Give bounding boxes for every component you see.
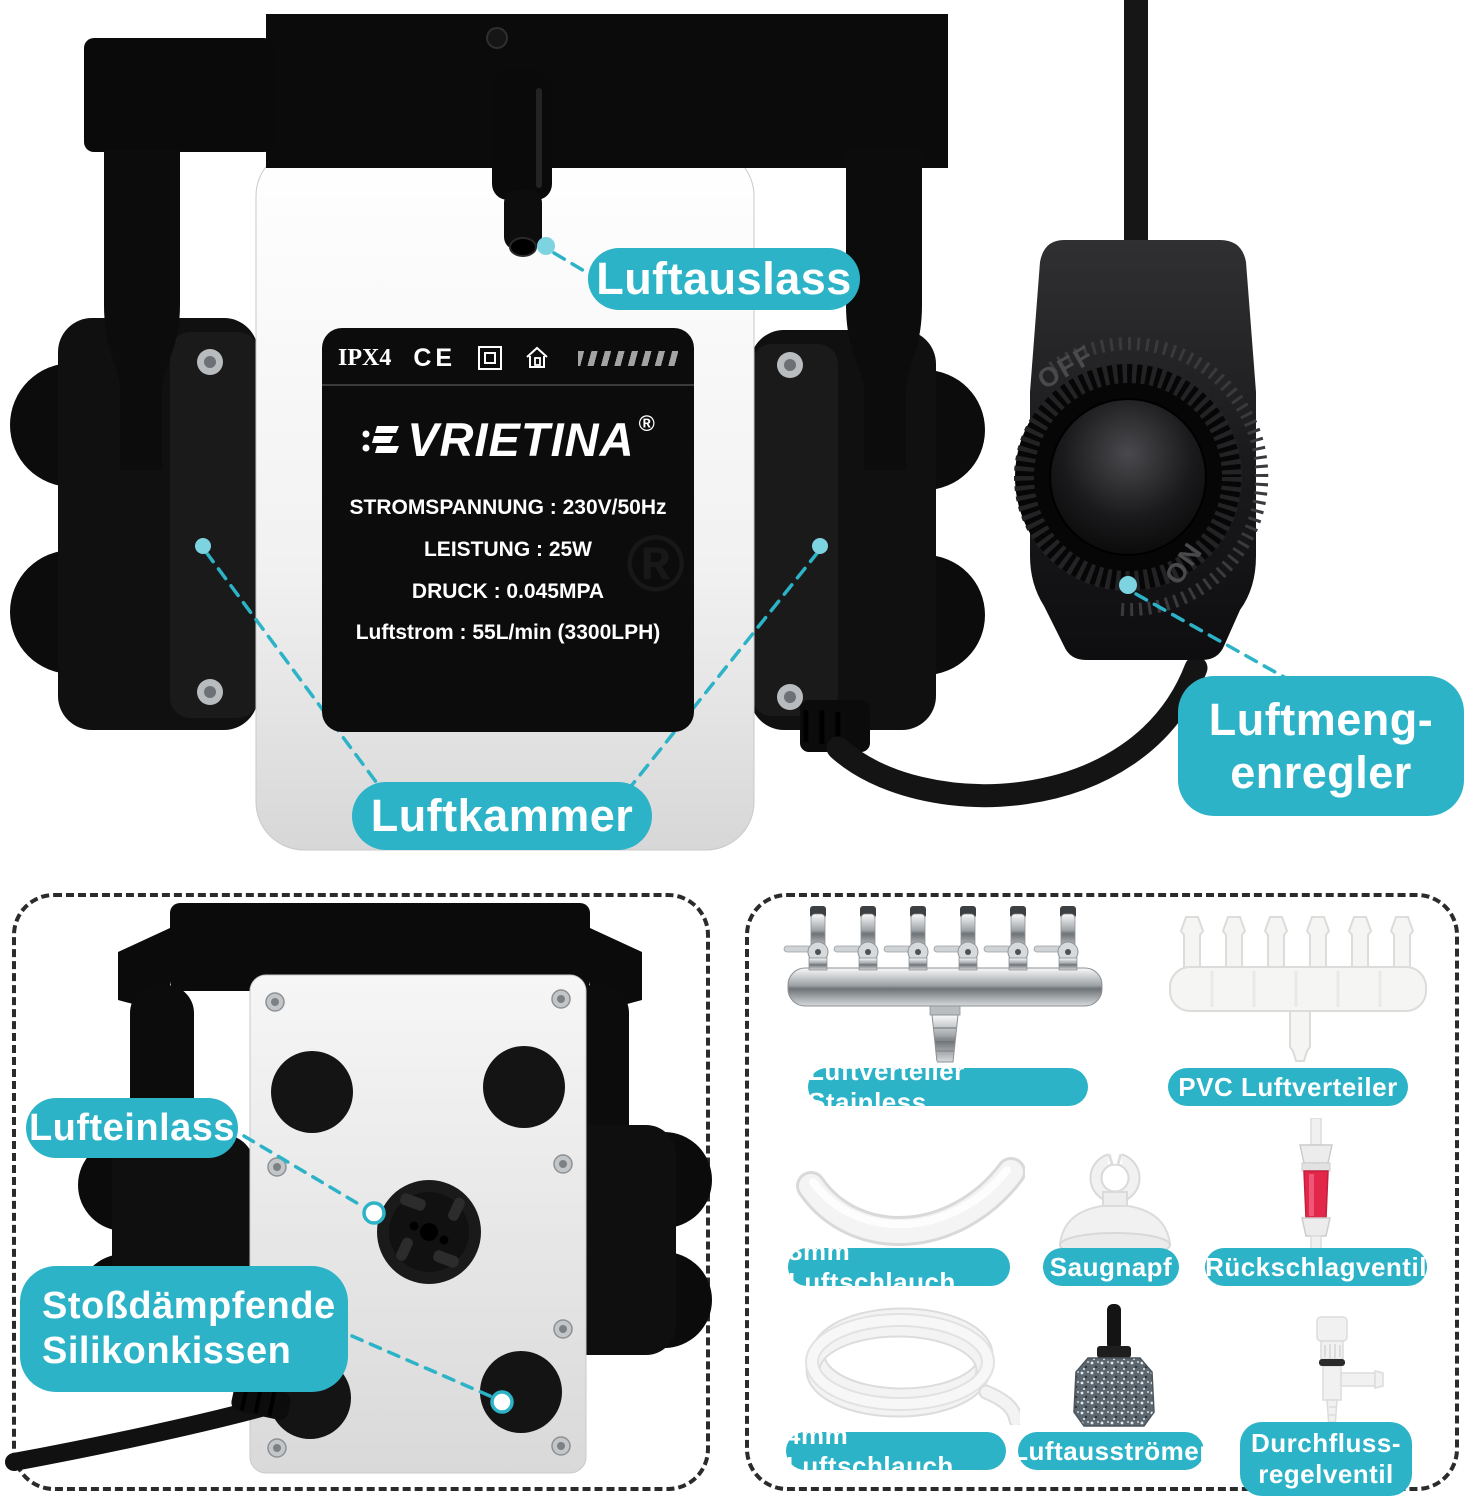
label-flow-valve: Durchfluss- regelventil xyxy=(1240,1422,1412,1496)
power-cable xyxy=(826,656,1208,808)
knob-dot xyxy=(1119,576,1137,594)
controller-cable xyxy=(1124,0,1148,252)
ip-rating: IPX4 xyxy=(338,344,392,371)
brand-logo: VRIETINA ® xyxy=(322,410,694,467)
callout-air-outlet: Luftauslass xyxy=(588,248,860,310)
brand-mark-icon xyxy=(362,425,400,453)
right-chamber-dot xyxy=(812,538,828,554)
flow-controller xyxy=(1014,0,1269,660)
label-check-valve: Rückschlagventil xyxy=(1205,1248,1427,1286)
left-air-chamber xyxy=(10,318,258,730)
pvc-manifold-image xyxy=(1169,916,1427,1062)
hose-8mm-image xyxy=(796,1157,1025,1246)
air-stone-image xyxy=(1073,1304,1155,1427)
spec-pressure: DRUCK : 0.045MPA xyxy=(411,580,605,603)
spec-power: LEISTUNG : 25W xyxy=(423,538,592,561)
spec-label-panel: VRIETINA ® IPX4 CE VRIETINA ® STROMSPA xyxy=(322,328,694,732)
callout-flow-regulator: Luftmeng- enregler xyxy=(1178,676,1464,816)
label-hose-8mm: 8mm Luftschlauch xyxy=(788,1236,1010,1297)
right-handle xyxy=(846,150,922,470)
panel-divider xyxy=(322,384,694,386)
right-air-chamber xyxy=(750,330,985,730)
stainless-manifold-image xyxy=(783,906,1103,1063)
spec-voltage: STROMSPANNUNG : 230V/50Hz xyxy=(349,496,667,519)
spec-airflow: Luftstrom : 55L/min (3300LPH) xyxy=(355,621,661,644)
label-hose-4mm: 4mm Luftschlauch xyxy=(786,1420,1006,1481)
brand-name: VRIETINA xyxy=(407,413,635,466)
label-stainless-manifold: Luftverteiler Stainless xyxy=(808,1056,1088,1117)
ce-mark: CE xyxy=(413,343,457,372)
callout-air-inlet: Lufteinlass xyxy=(26,1098,238,1158)
left-chamber-dot xyxy=(195,538,211,554)
flow-valve-image xyxy=(1316,1316,1384,1428)
knob-off-label: OFF xyxy=(1032,339,1100,396)
certification-row: IPX4 CE xyxy=(338,338,678,378)
controller-body xyxy=(1030,240,1256,660)
hose-4mm-image xyxy=(805,1307,1020,1425)
label-pvc-manifold: PVC Luftverteiler xyxy=(1168,1068,1408,1106)
dial-scale xyxy=(1048,337,1269,617)
hatch-bar-icon xyxy=(578,350,678,366)
air-outlet-nozzle xyxy=(492,70,552,257)
weee-house-icon xyxy=(526,346,548,368)
check-valve-image xyxy=(1299,1118,1333,1263)
left-handle xyxy=(104,150,180,470)
cable-gland xyxy=(800,700,870,752)
suction-cup-image xyxy=(1058,1150,1172,1258)
bottom-view-panel xyxy=(12,893,710,1491)
label-air-stone: Luftausströmer xyxy=(1012,1432,1209,1470)
outlet-dot xyxy=(537,237,555,255)
accessories-panel xyxy=(745,893,1459,1491)
callout-silicone-pads: Stoßdämpfende Silikonkissen xyxy=(20,1266,348,1392)
registered-mark: ® xyxy=(638,410,655,436)
callout-air-chamber: Luftkammer xyxy=(352,782,652,850)
double-insulation-icon xyxy=(478,346,503,370)
label-suction-cup: Saugnapf xyxy=(1043,1248,1179,1286)
brand-watermark: VRIETINA xyxy=(322,658,352,732)
knob-on-label: ON xyxy=(1158,536,1209,591)
